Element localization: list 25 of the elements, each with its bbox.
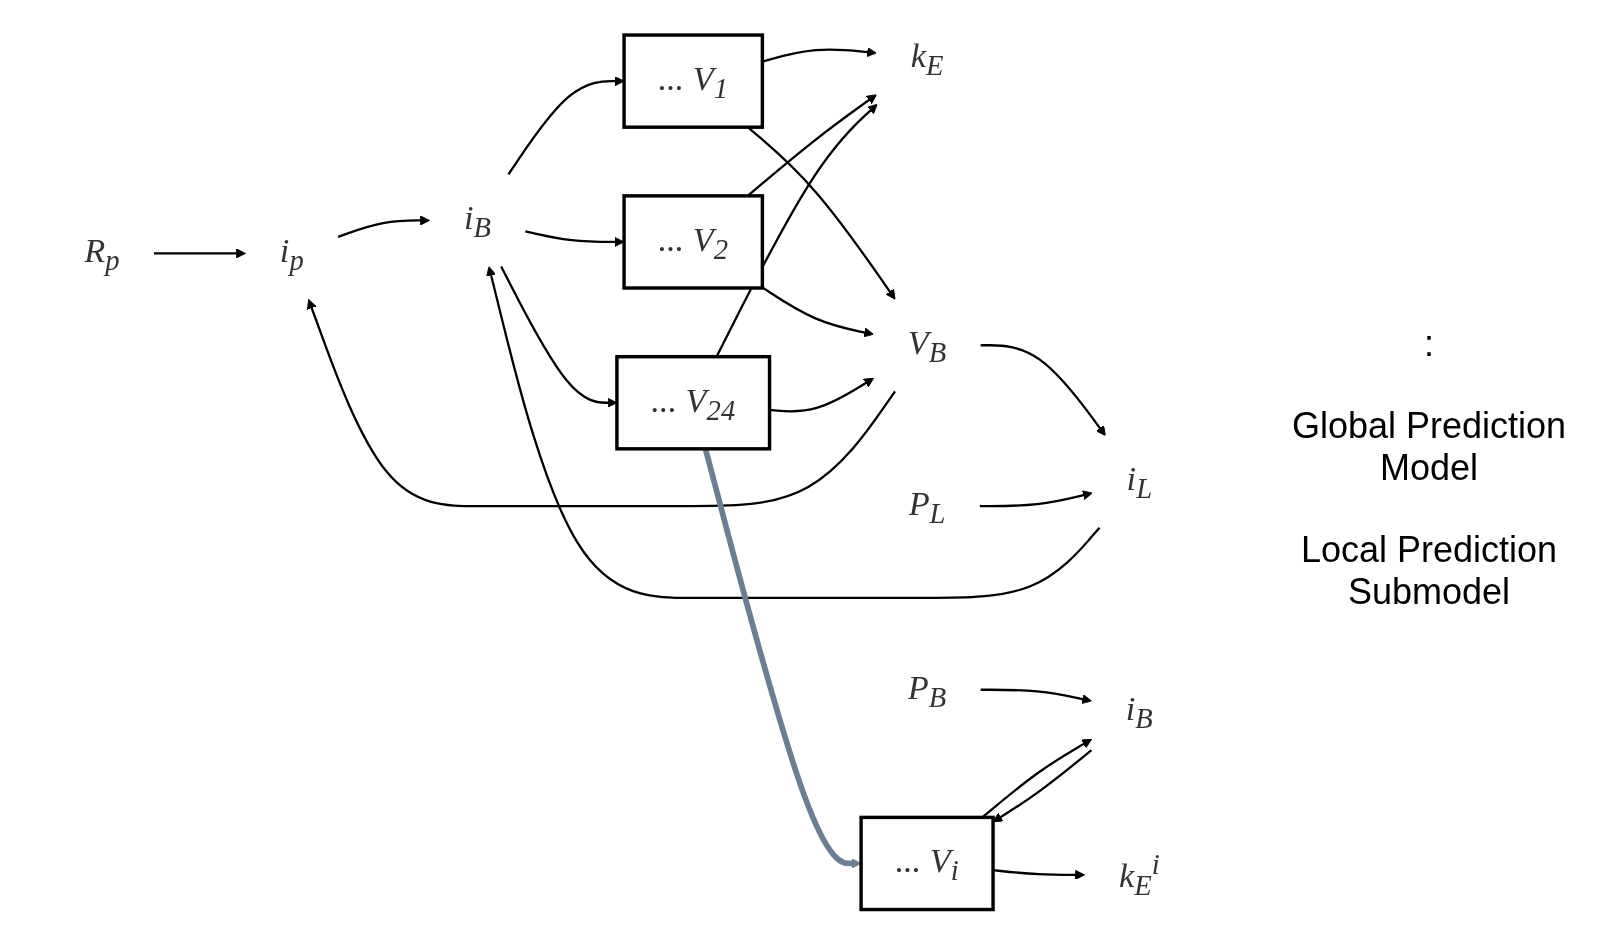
node-text: i$_{L}$ — [1126, 459, 1153, 505]
note-text: : — [1423, 323, 1435, 365]
arrow — [306, 299, 896, 508]
arrow — [992, 749, 1093, 823]
arrow — [980, 344, 1106, 436]
arrow — [153, 248, 246, 259]
node-text: P$_{L}$ — [908, 484, 946, 529]
arrow — [761, 286, 874, 338]
node-text: i$_{p}$ — [279, 231, 304, 276]
node-text: k$_{E}$ — [910, 36, 944, 81]
node-box: ... V$_{i}$ — [859, 815, 995, 912]
node-box: ... V$_{1}$ — [622, 33, 765, 129]
note-text: Local Prediction Submodel — [1299, 529, 1559, 613]
node-text: i$_{B}$ — [463, 198, 492, 244]
node-box: ... V$_{24}$ — [615, 354, 772, 451]
node-text: i$_{B}$ — [1125, 689, 1153, 734]
arrow — [979, 490, 1093, 508]
note-text: Global Prediction Model — [1290, 405, 1568, 489]
node-text: V$_{B}$ — [907, 323, 947, 368]
arrow — [337, 215, 431, 238]
node-text: R$_{p}$ — [84, 231, 120, 276]
node-box: ... V$_{2}$ — [622, 194, 765, 290]
arrow — [486, 266, 1101, 600]
arrow — [980, 688, 1092, 705]
node-text: P$_{B}$ — [907, 667, 947, 713]
